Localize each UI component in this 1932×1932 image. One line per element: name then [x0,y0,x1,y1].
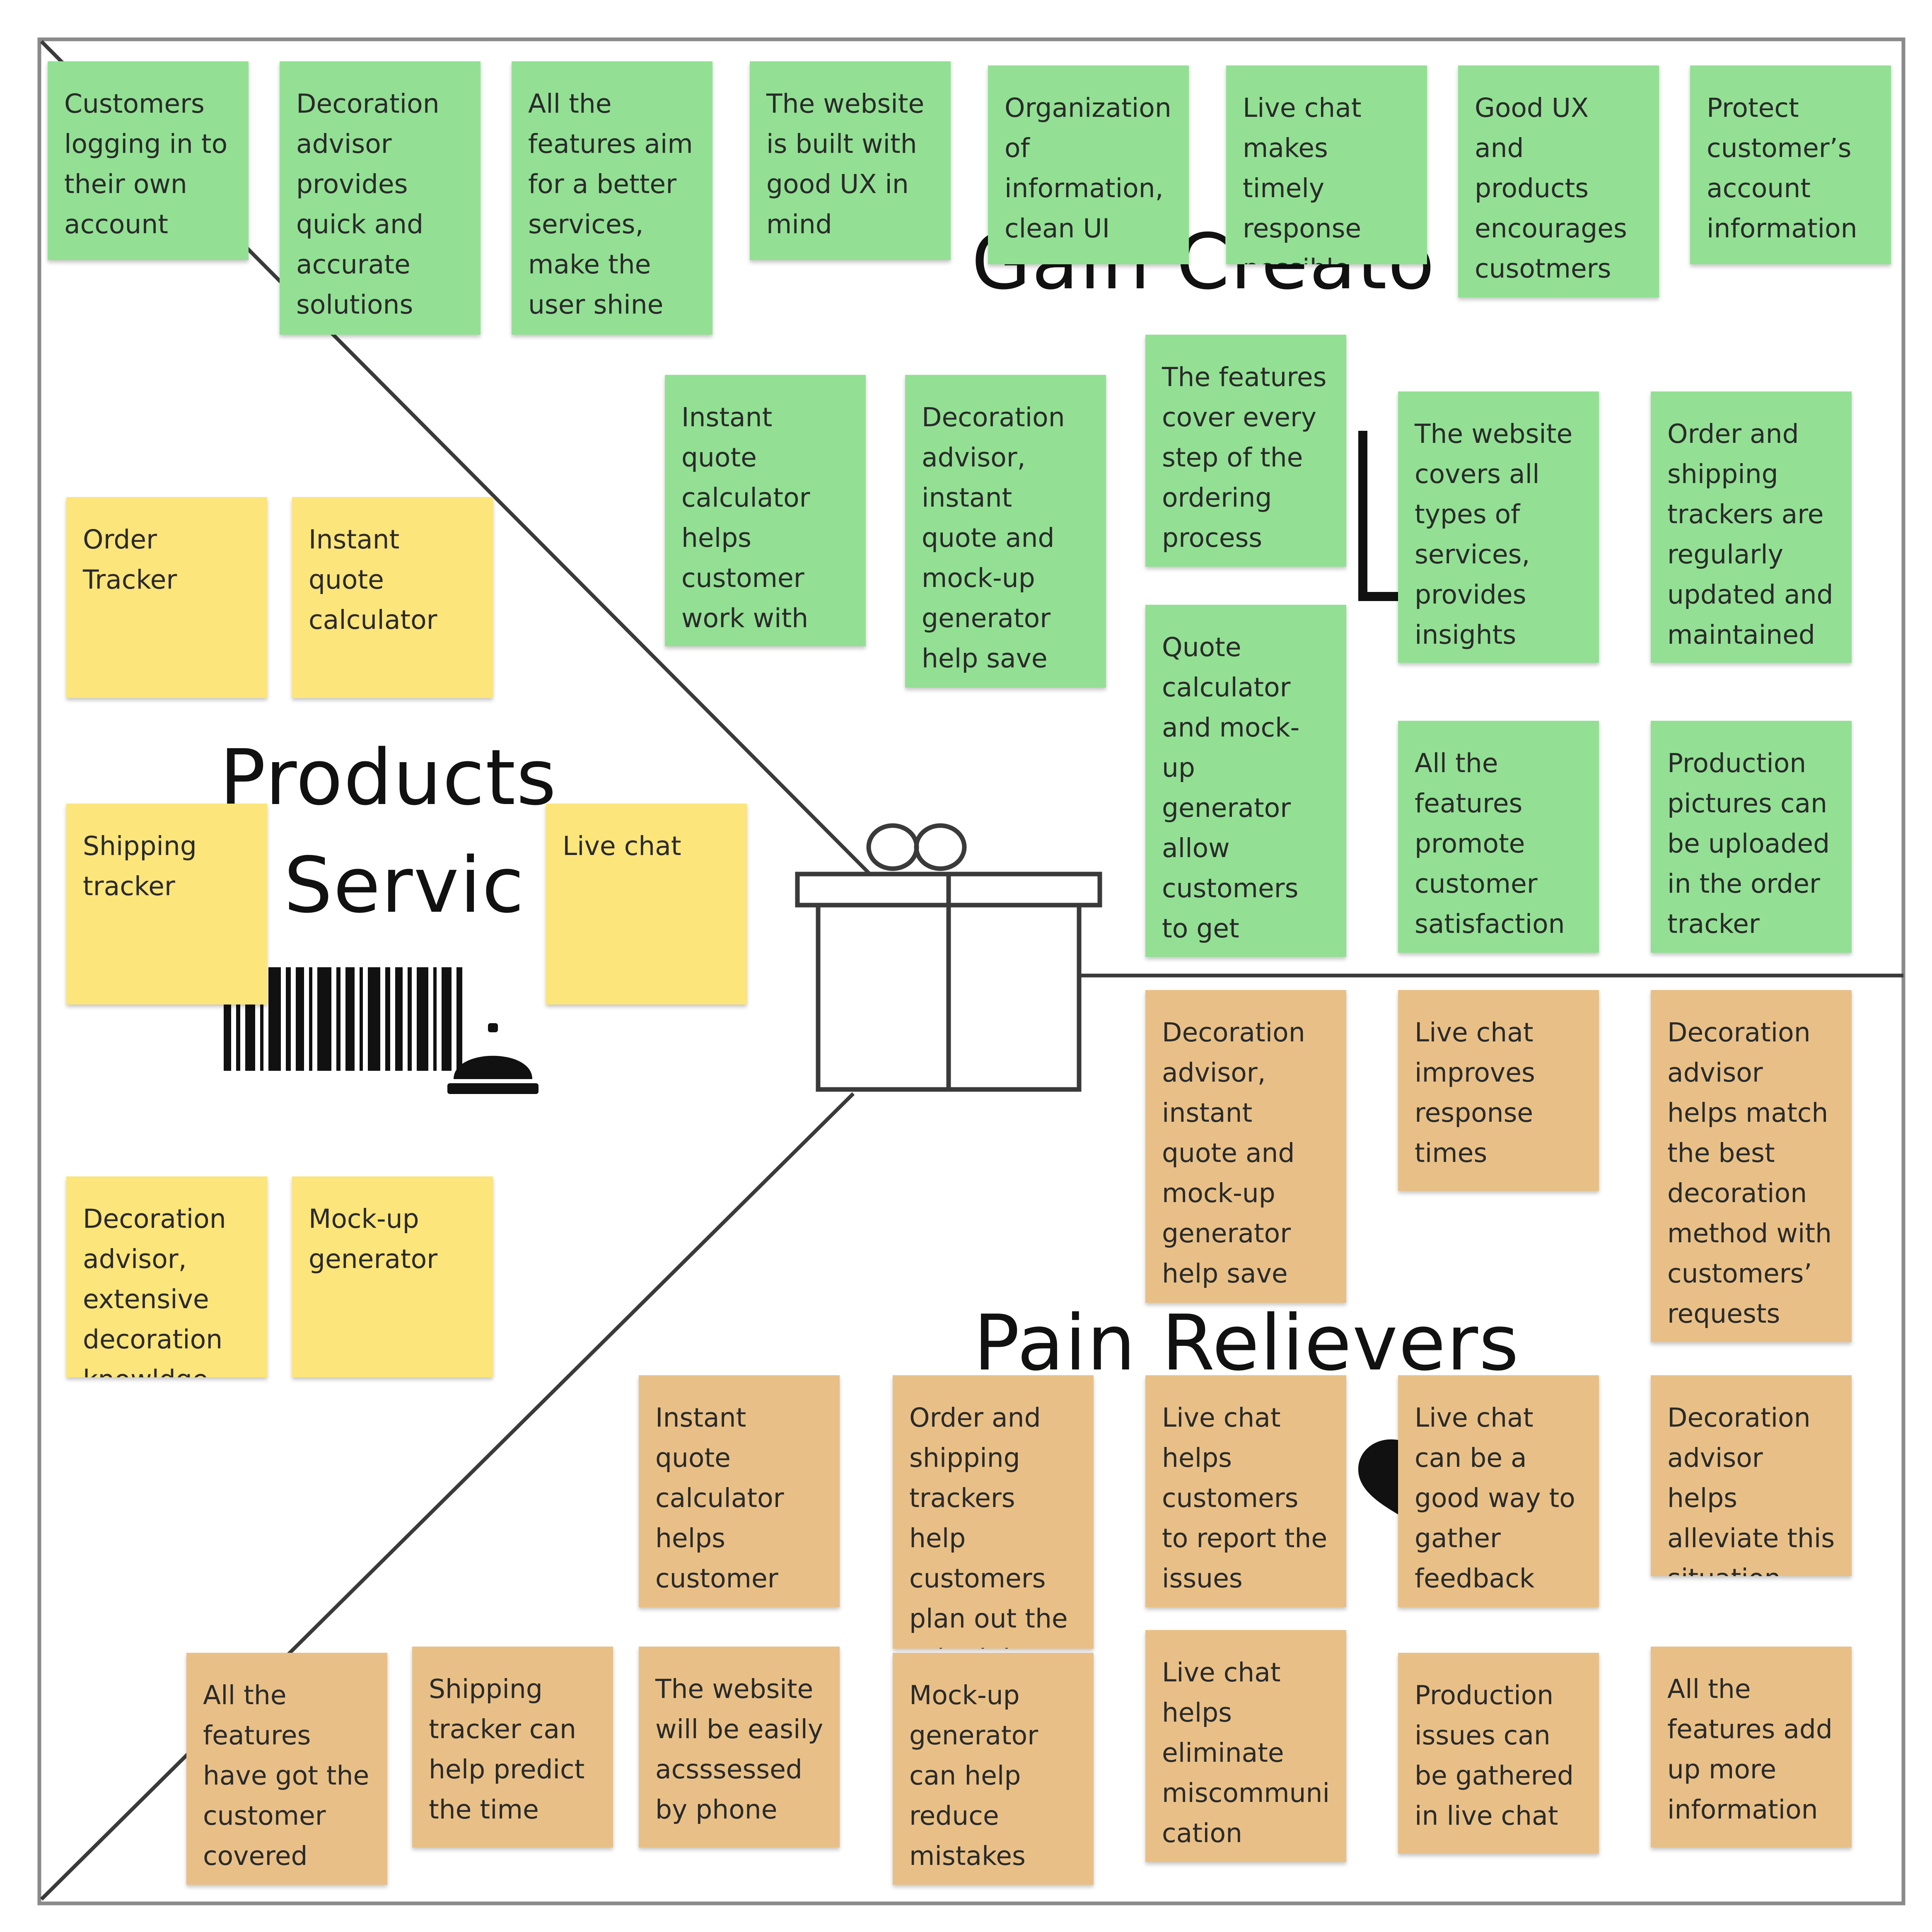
gain-creator-note[interactable]: Production pictures can be uploaded in t… [1651,721,1852,953]
products-heading-line1: Products [220,733,557,822]
gift-icon [795,823,1102,1092]
gain-creator-note[interactable]: All the features promote customer satisf… [1398,721,1599,953]
gain-creator-note[interactable]: Live chat makes timely response possible [1226,65,1427,264]
pain-reliever-note[interactable]: Instant quote calculator helps customer … [639,1375,840,1607]
pain-reliever-note[interactable]: The website will be easily acsssessed by… [639,1647,840,1847]
products-heading-line2: : Servic [232,840,525,930]
pain-reliever-note[interactable]: Mock-up generator can help reduce mistak… [893,1653,1094,1885]
pain-reliever-note[interactable]: Order and shipping trackers help custome… [893,1375,1094,1649]
pain-relievers-heading: Pain Relievers [973,1298,1520,1388]
gain-creator-note[interactable]: Organization of information, clean UI [988,65,1189,264]
gain-creator-note[interactable]: Decoration advisor, instant quote and mo… [905,375,1106,688]
product-note[interactable]: Shipping tracker [66,804,267,1005]
product-note[interactable]: Mock-up generator [292,1176,493,1377]
chart-icon [1358,431,1404,601]
diagonal-lower-line [40,1092,855,1901]
pain-reliever-note[interactable]: Shipping tracker can help predict the ti… [412,1647,613,1847]
pain-reliever-note[interactable]: Decoration advisor, instant quote and mo… [1145,990,1346,1303]
pain-reliever-note[interactable]: All the features add up more information [1651,1647,1852,1847]
heart-icon [1358,1439,1404,1518]
product-note[interactable]: Order Tracker [66,497,267,698]
gain-creator-note[interactable]: All the features aim for a better servic… [512,61,712,335]
pain-reliever-note[interactable]: Live chat improves response times [1398,990,1599,1191]
gain-creator-note[interactable]: Customers logging in to their own accoun… [48,61,249,260]
gain-creator-note[interactable]: Order and shipping trackers are regularl… [1651,391,1852,663]
pain-reliever-note[interactable]: Live chat helps customers to report the … [1145,1375,1346,1607]
gain-creator-note[interactable]: Quote calculator and mock-up generator a… [1145,605,1346,957]
canvas-frame [37,37,1905,1905]
product-note[interactable]: Decoration advisor, extensive decoration… [66,1176,267,1377]
pain-reliever-note[interactable]: Production issues can be gathered in liv… [1398,1653,1599,1854]
gain-creator-note[interactable]: The website is built with good UX in min… [750,61,951,260]
gain-creator-note[interactable]: The website covers all types of services… [1398,391,1599,663]
pain-reliever-note[interactable]: Decoration advisor helps match the best … [1651,990,1852,1342]
product-note[interactable]: Instant quote calculator [292,497,493,698]
service-bell-icon [447,1023,539,1094]
gain-creator-note[interactable]: Protect customer’s account information [1690,65,1891,264]
gain-creator-note[interactable]: Instant quote calculator helps customer … [665,375,866,646]
gain-creator-note[interactable]: Good UX and products encourages cusotmer… [1458,65,1659,297]
pain-reliever-note[interactable]: Decoration advisor helps alleviate this … [1651,1375,1852,1576]
pain-reliever-note[interactable]: Live chat helps eliminate miscommuni cat… [1145,1630,1346,1862]
gain-creator-note[interactable]: The features cover every step of the ord… [1145,335,1346,567]
pain-reliever-note[interactable]: Live chat can be a good way to gather fe… [1398,1375,1599,1607]
product-note[interactable]: Live chat [546,804,747,1005]
pain-reliever-note[interactable]: All the features have got the customer c… [186,1653,387,1885]
gain-creator-note[interactable]: Decoration advisor provides quick and ac… [280,61,481,335]
